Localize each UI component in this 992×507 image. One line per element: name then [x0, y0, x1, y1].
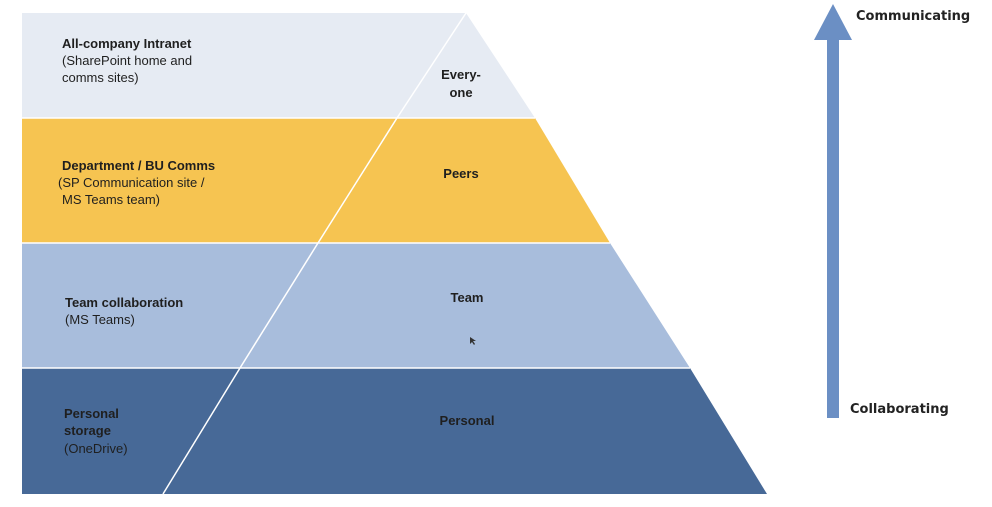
tier-team-sub1: (MS Teams): [65, 312, 135, 327]
tier-everyone-sub2: comms sites): [62, 70, 139, 85]
arrow-top-label: Communicating: [856, 9, 970, 24]
tier-everyone-audience-1: Every-: [441, 67, 481, 82]
tier-team-title: Team collaboration: [65, 295, 183, 310]
tier-peers: Department / BU Comms (SP Communication …: [22, 117, 610, 244]
tier-everyone-band: [22, 13, 535, 118]
tier-personal-sub1: (OneDrive): [64, 441, 128, 456]
tier-personal-divider: [162, 367, 241, 495]
tier-team: Team collaboration (MS Teams) Team: [22, 242, 690, 369]
tier-everyone-sub1: (SharePoint home and: [62, 53, 192, 68]
arrow-shaft: [827, 38, 839, 418]
tier-everyone-title: All-company Intranet: [62, 36, 192, 51]
tier-peers-sub2: MS Teams team): [62, 192, 160, 207]
up-arrow-icon: [814, 4, 852, 418]
tier-team-divider: [239, 242, 319, 369]
tier-personal-title-1: Personal: [64, 406, 119, 421]
tier-personal-band: [22, 368, 767, 494]
tier-everyone-audience-2: one: [449, 85, 472, 100]
tier-peers-sub1: (SP Communication site /: [58, 175, 205, 190]
tier-everyone-divider: [396, 12, 467, 119]
tier-peers-title: Department / BU Comms: [62, 158, 215, 173]
tier-peers-band: [22, 118, 610, 243]
tier-team-band: [22, 243, 690, 368]
tier-everyone: All-company Intranet (SharePoint home an…: [22, 12, 535, 119]
tier-peers-divider: [317, 117, 398, 244]
tier-peers-audience: Peers: [443, 166, 478, 181]
tier-personal: Personal storage (OneDrive) Personal: [22, 367, 767, 495]
arrow-head: [814, 4, 852, 40]
tier-personal-title-2: storage: [64, 423, 111, 438]
cursor-icon: [470, 337, 476, 345]
tier-team-audience: Team: [451, 290, 484, 305]
tier-personal-audience: Personal: [440, 413, 495, 428]
arrow-bottom-label: Collaborating: [850, 402, 949, 417]
